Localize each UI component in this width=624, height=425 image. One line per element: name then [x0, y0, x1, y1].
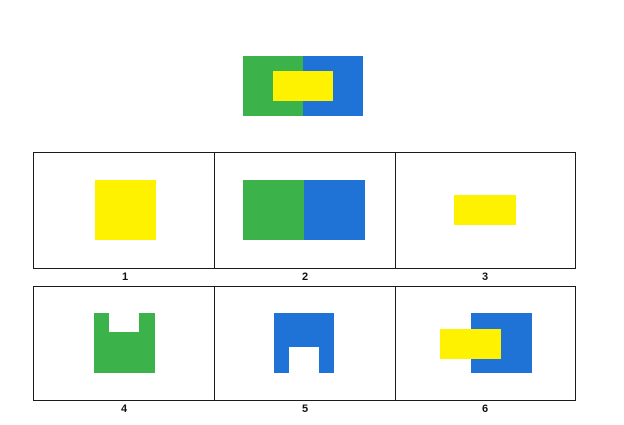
option-label-4: 4 — [120, 403, 128, 415]
option-label-1: 1 — [121, 271, 129, 283]
option-2-blue-half — [304, 180, 365, 240]
option-2-svg — [243, 180, 365, 240]
option-cell-1[interactable] — [34, 153, 214, 268]
option-label-2: 2 — [301, 271, 309, 283]
row-2-divider-b — [395, 287, 396, 400]
option-3-svg — [454, 195, 516, 225]
target-yellow-rect — [273, 71, 333, 101]
option-label-6: 6 — [481, 403, 489, 415]
option-2-green-half — [243, 180, 304, 240]
option-1-svg — [95, 180, 156, 240]
option-cell-4[interactable] — [34, 287, 214, 400]
row-1-divider-b — [395, 153, 396, 268]
option-label-3: 3 — [481, 271, 489, 283]
option-cell-5[interactable] — [215, 287, 395, 400]
option-3-yellow-rect — [454, 195, 516, 225]
option-4-svg — [94, 313, 155, 373]
target-figure — [243, 56, 363, 116]
option-cell-6[interactable] — [396, 287, 575, 400]
row-1-divider-a — [214, 153, 215, 268]
option-cell-2[interactable] — [215, 153, 395, 268]
target-figure-svg — [243, 56, 363, 116]
option-1-yellow-square — [95, 180, 156, 240]
option-6-svg — [440, 313, 532, 373]
option-5-blue-arch-shape — [274, 313, 334, 373]
options-row-1 — [33, 152, 576, 269]
row-2-divider-a — [214, 287, 215, 400]
option-5-svg — [274, 313, 334, 373]
option-6-yellow-rect — [440, 329, 501, 359]
options-row-2 — [33, 286, 576, 401]
option-label-5: 5 — [301, 403, 309, 415]
option-4-green-u-shape — [94, 313, 155, 373]
option-cell-3[interactable] — [396, 153, 575, 268]
